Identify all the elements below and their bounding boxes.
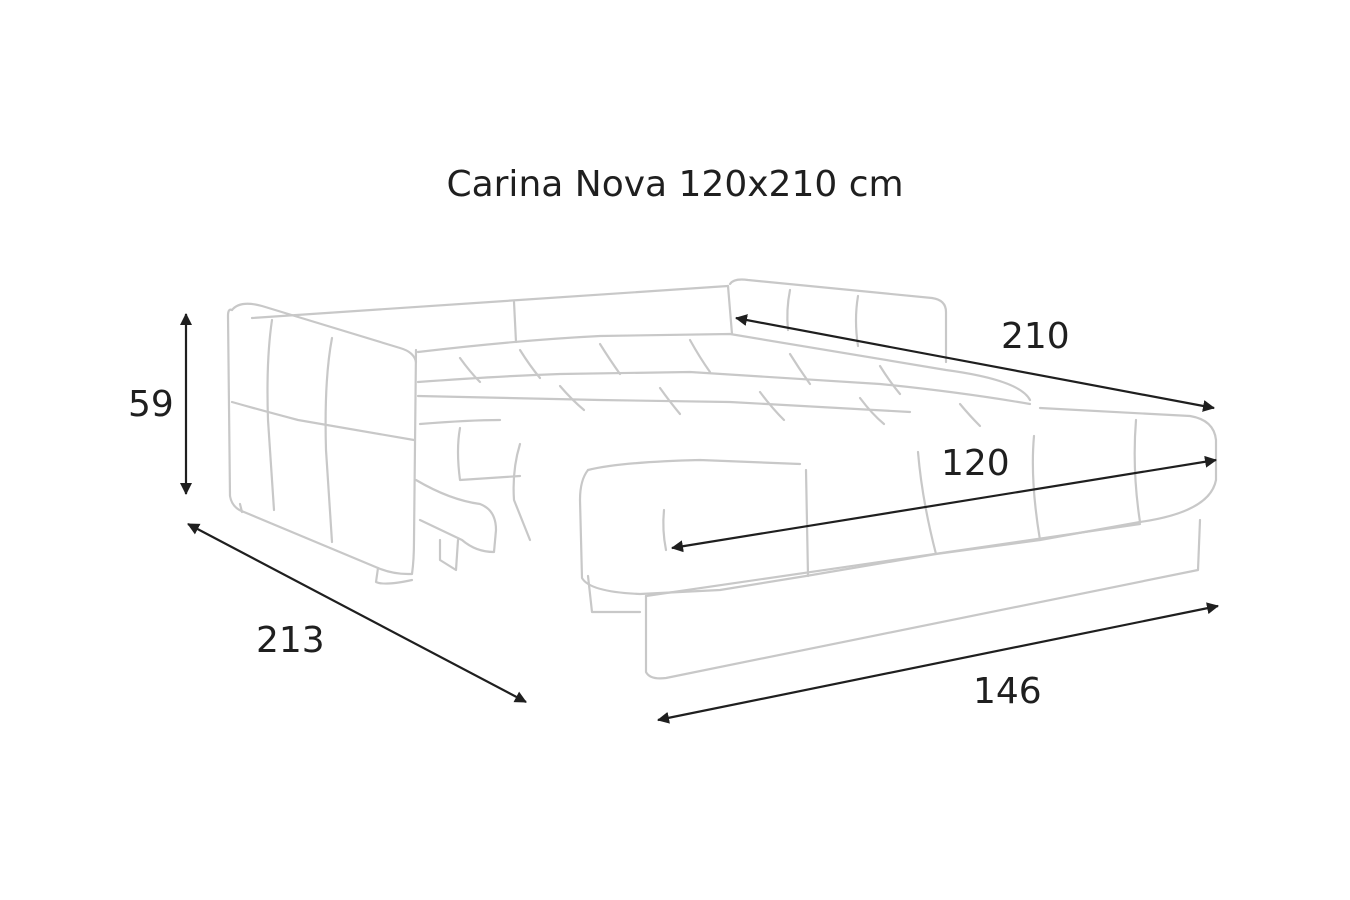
dimension-arrows: [180, 313, 1219, 724]
arrow-210: [735, 314, 1215, 412]
dimension-width-label: 120: [941, 443, 1010, 484]
arrow-213: [187, 523, 527, 703]
dimension-length-label: 210: [1001, 316, 1070, 357]
diagram-title: Carina Nova 120x210 cm: [446, 164, 904, 205]
dimension-depth-label: 213: [256, 620, 325, 661]
arrow-120: [671, 455, 1217, 553]
dimension-total-width-label: 146: [973, 671, 1042, 712]
arrow-146: [657, 602, 1219, 724]
dimension-height-label: 59: [128, 384, 174, 425]
